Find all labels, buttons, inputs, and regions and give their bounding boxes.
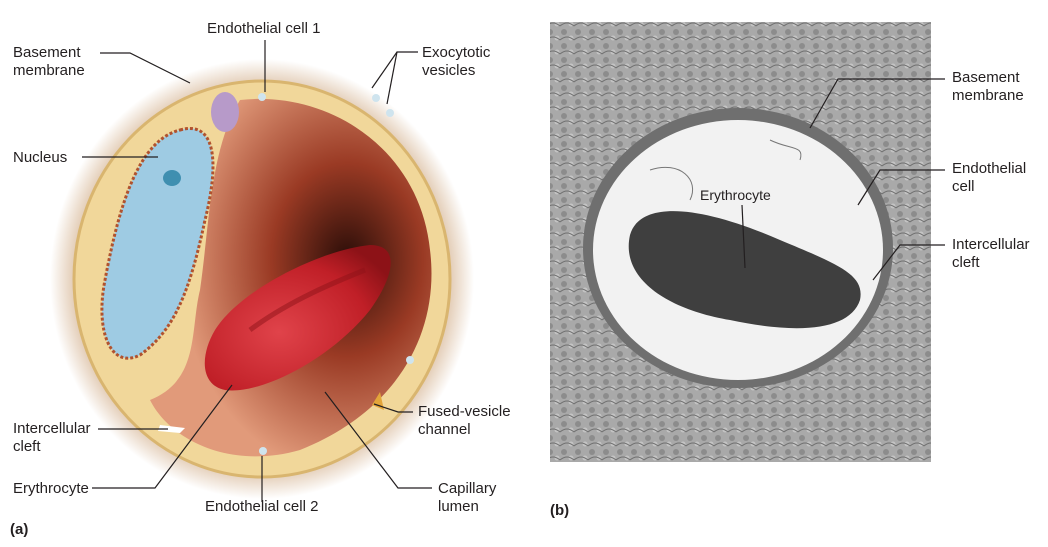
capillary-illustration — [50, 59, 474, 499]
label-basement-membrane-b: Basement membrane — [952, 69, 1024, 105]
label-line: Basement — [952, 69, 1020, 86]
intercellular-cleft-gap — [158, 425, 185, 433]
label-intercellular-cleft-a: Intercellular cleft — [13, 420, 91, 456]
label-erythrocyte-a: Erythrocyte — [13, 480, 89, 497]
label-line: cleft — [952, 254, 980, 271]
label-capillary-lumen: Capillary lumen — [438, 480, 496, 516]
label-line: Basement — [13, 44, 81, 61]
label-line: Fused-vesicle — [418, 403, 511, 420]
label-line: cleft — [13, 438, 41, 455]
label-line: lumen — [438, 498, 479, 515]
label-exocytotic-vesicles: Exocytotic vesicles — [422, 44, 490, 80]
golgi-apparatus — [211, 92, 239, 132]
label-line: Exocytotic — [422, 44, 491, 61]
label-line: Endothelial — [952, 160, 1027, 177]
nucleus-shape — [100, 127, 215, 360]
label-basement-membrane-a: Basement membrane — [13, 44, 85, 80]
label-line: Capillary — [438, 480, 497, 497]
leader-lines-b — [741, 78, 945, 281]
label-endothelial-cell-1: Endothelial cell 1 — [207, 20, 321, 37]
fused-vesicle-channel-mark — [372, 392, 384, 410]
micrograph — [550, 22, 931, 462]
panel-a-tag: (a) — [10, 521, 29, 538]
label-endothelial-cell-b: Endothelial cell — [952, 160, 1026, 196]
label-line: channel — [418, 421, 471, 438]
label-line: vesicles — [422, 62, 476, 79]
label-line: membrane — [952, 87, 1024, 104]
label-endothelial-cell-2: Endothelial cell 2 — [205, 498, 319, 515]
label-line: Intercellular — [13, 420, 91, 437]
leader-lines-a — [82, 40, 432, 502]
erythrocyte-shape — [204, 245, 391, 391]
label-fused-vesicle-channel: Fused-vesicle channel — [418, 403, 511, 439]
nucleolus — [163, 170, 181, 186]
label-line: Intercellular — [952, 236, 1030, 253]
label-line: membrane — [13, 62, 85, 79]
panel-b-tag: (b) — [550, 502, 570, 519]
label-intercellular-cleft-b: Intercellular cleft — [952, 236, 1030, 272]
micrograph-erythrocyte — [628, 211, 861, 329]
label-nucleus: Nucleus — [13, 149, 68, 166]
label-line: cell — [952, 178, 975, 195]
label-erythrocyte-b: Erythrocyte — [700, 187, 771, 203]
